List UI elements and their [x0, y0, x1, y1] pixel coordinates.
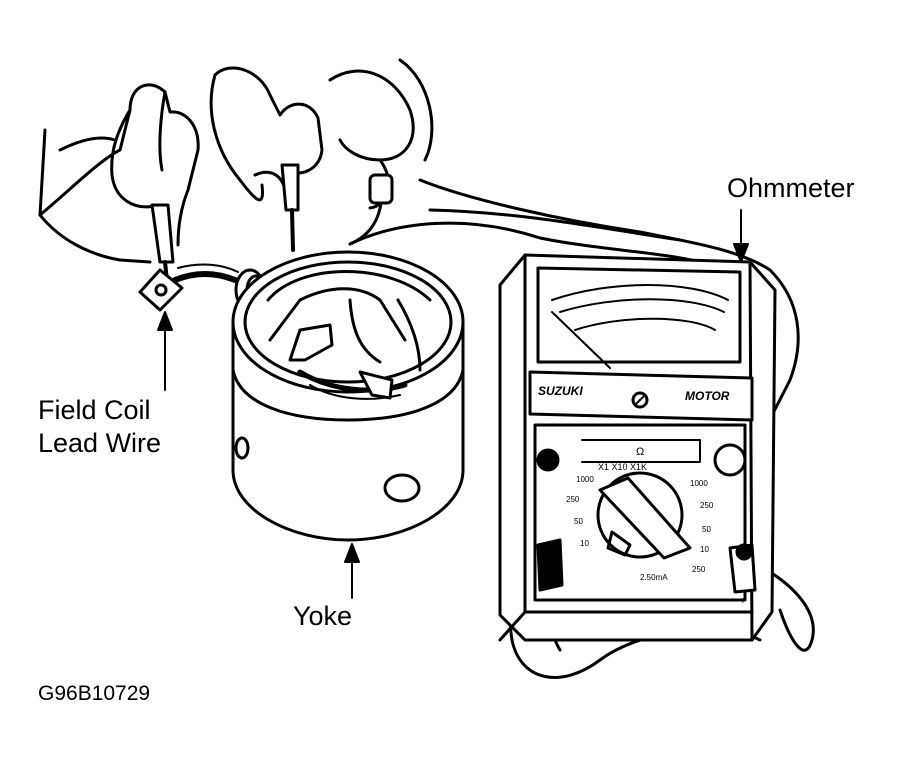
dial-mark-4: 10 [580, 539, 589, 548]
dial-mark-5: 1000 [690, 479, 708, 488]
field-coil-label-line1: Field Coil [38, 395, 151, 425]
right-hand [209, 58, 434, 210]
dial-mark-8: 10 [700, 545, 709, 554]
ohmmeter-body [498, 253, 777, 642]
yoke-label: Yoke [293, 601, 353, 631]
dial-mark-10: 250 [692, 565, 706, 574]
dial-mark-1: 1000 [576, 475, 594, 484]
dial-mark-7: 50 [702, 525, 711, 534]
dial-mark-6: 250 [700, 501, 714, 510]
meter-range-multipliers: X1 X10 X1K [598, 462, 647, 472]
meter-model: MOTOR [685, 389, 730, 403]
meter-range-omega: Ω [636, 446, 644, 458]
jack-left-sign: - [546, 596, 549, 607]
ohmmeter-arrow [733, 209, 749, 263]
dial-mark-2: 250 [566, 495, 580, 504]
right-probe [280, 163, 300, 252]
meter-brand: SUZUKI [538, 384, 583, 398]
yoke-arrow [344, 543, 360, 599]
field-coil-label-line2: Lead Wire [38, 428, 162, 458]
field-coil-arrow [157, 311, 173, 391]
yoke-body [231, 250, 465, 542]
lead-clip [348, 173, 394, 246]
leader-arrows [157, 209, 749, 599]
jack-right-sign: + [740, 596, 746, 607]
dial-mark-9: 2.50mA [640, 573, 668, 582]
figure-id: G96B10729 [38, 682, 151, 705]
left-hand [38, 83, 200, 264]
meter-text: SUZUKI MOTOR Ω X1 X10 X1K 1000 250 50 10… [538, 384, 746, 607]
dial-mark-3: 50 [574, 517, 583, 526]
ohmmeter-label: Ohmmeter [727, 173, 855, 203]
